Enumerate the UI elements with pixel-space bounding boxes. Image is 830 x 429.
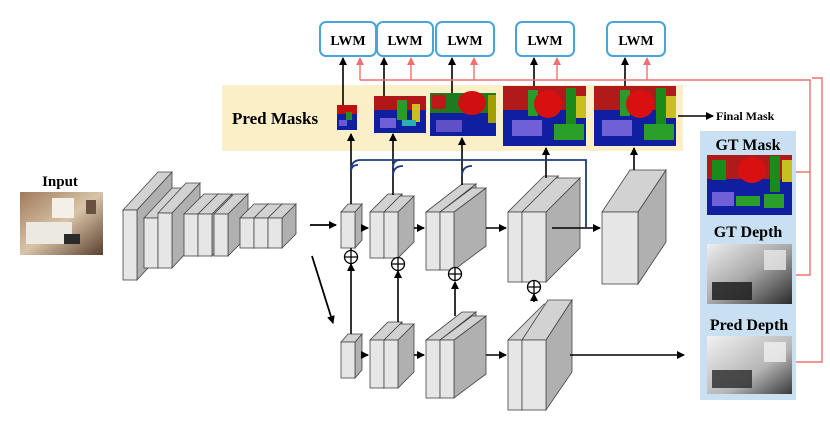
svg-text:LWM: LWM [527,34,562,49]
encoder-to-depth-arrow [311,255,335,324]
mask-to-lwm-arrows [339,57,629,105]
skip-connections [350,159,587,228]
pred-mask-3 [430,91,496,136]
seg-decoder [340,168,667,286]
lwm-boxes: LWM LWM LWM LWM LWM [319,21,666,57]
gt-mask-image [707,155,792,215]
pred-mask-1 [337,105,357,130]
input-label: Input [42,174,78,190]
pred-depth-label: Pred Depth [710,317,788,334]
svg-text:LWM: LWM [387,34,422,49]
gt-depth-label: GT Depth [714,224,783,241]
pred-mask-4 [503,86,586,146]
lwm-box-5: LWM [606,21,666,57]
lwm-box-4: LWM [515,21,575,57]
pred-mask-2 [374,96,426,133]
plus-circle-icon [343,249,542,295]
fusion-connections [347,248,538,334]
input-image [20,192,103,255]
encoder-blocks [122,170,297,282]
svg-text:LWM: LWM [330,34,365,49]
lwm-box-3: LWM [435,21,495,57]
final-mask-label: Final Mask [716,109,775,123]
lwm-box-1: LWM [319,21,377,57]
depth-decoder [340,298,573,412]
pred-mask-thumbnails [337,86,676,146]
pred-mask-5 [594,86,676,146]
svg-text:LWM: LWM [447,34,482,49]
pred-masks-label: Pred Masks [232,109,318,128]
pred-depth-image [707,336,792,394]
lwm-box-2: LWM [376,21,434,57]
svg-text:LWM: LWM [618,34,653,49]
feedback-lines [356,57,823,363]
gt-depth-image [707,244,792,304]
gt-mask-label: GT Mask [715,137,780,154]
